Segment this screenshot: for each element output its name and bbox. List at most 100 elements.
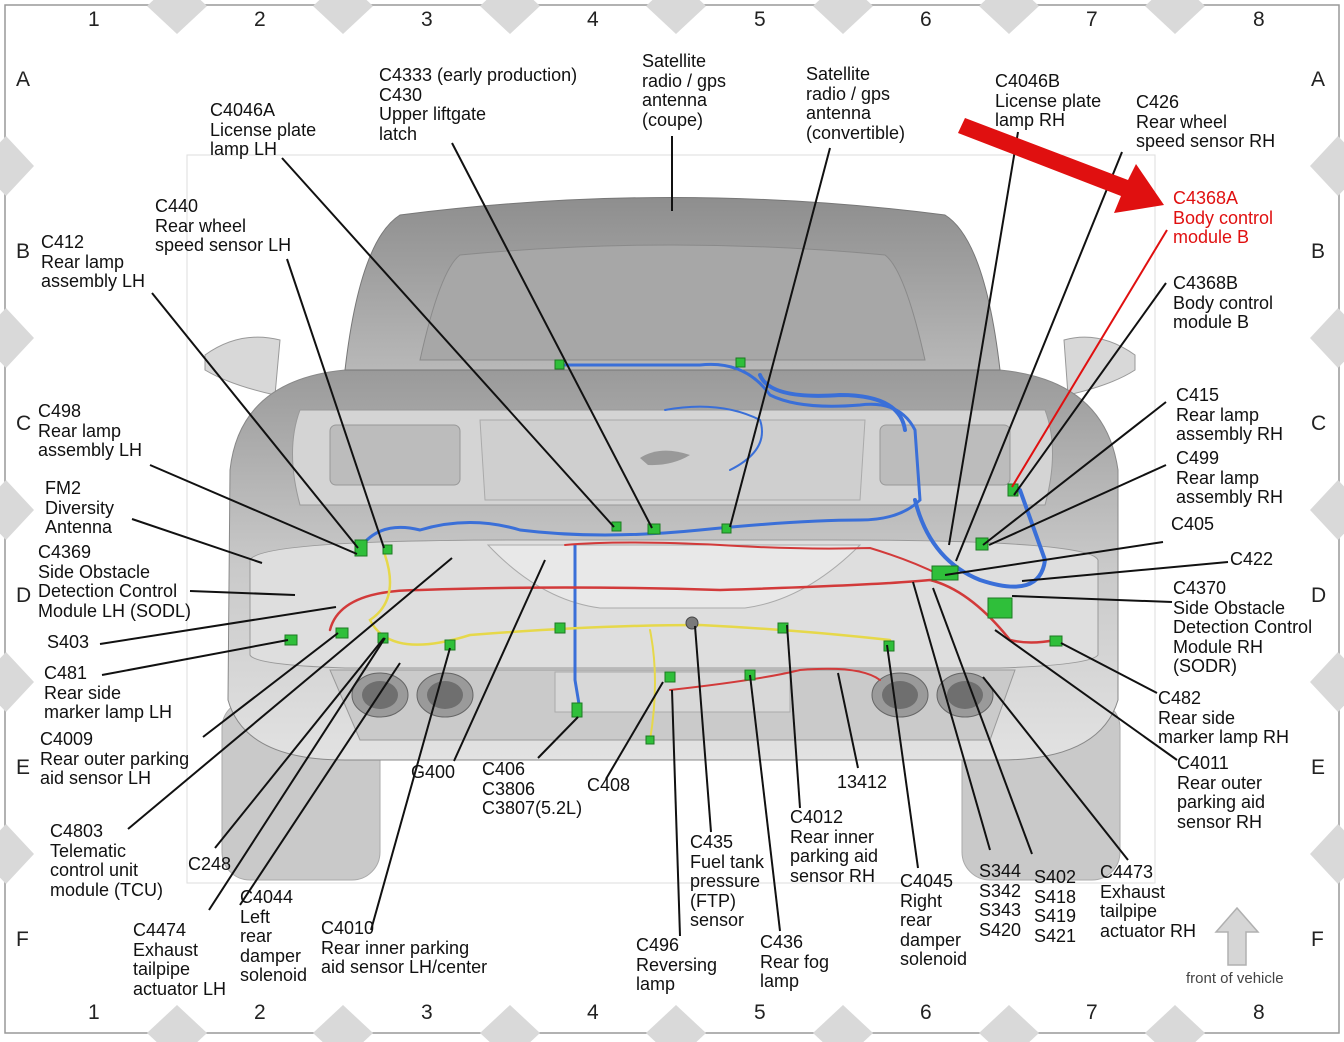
grid-row-C-right: C: [1311, 412, 1327, 435]
grid-column-1-top: 1: [88, 8, 100, 31]
grid-column-4-top: 4: [587, 8, 599, 31]
grid-tab: [147, 0, 207, 34]
label-c4045: C4045 Right rear damper solenoid: [900, 871, 968, 969]
leader-c4046a: [281, 157, 615, 528]
leader-c4369: [189, 590, 296, 596]
grid-tab: [813, 1005, 873, 1042]
grid-row-E-left: E: [16, 756, 31, 779]
leader-fm2: [131, 518, 263, 564]
leader-c4009: [202, 632, 339, 738]
leader-c481: [101, 639, 289, 676]
fuel-tank-pressure-sensor: [685, 616, 699, 630]
leader-c422: [1021, 561, 1229, 582]
label-c415: C415 Rear lamp assembly RH: [1176, 385, 1284, 444]
leader-c4803: [127, 557, 453, 830]
grid-tab: [0, 136, 34, 196]
grid-row-B-left: B: [16, 240, 31, 263]
label-c4368b: C4368B Body control module B: [1173, 273, 1274, 332]
grid-column-2-top: 2: [254, 8, 266, 31]
grid-row-D-left: D: [16, 584, 32, 607]
label-c4011: C4011 Rear outer parking aid sensor RH: [1177, 753, 1266, 832]
grid-column-3-top: 3: [421, 8, 433, 31]
leader-c4044: [239, 662, 401, 906]
grid-row-F-left: F: [16, 928, 29, 951]
highlight-leader: [1011, 229, 1168, 488]
label-c406: C406 C3806 C3807(5.2L): [482, 759, 583, 818]
label-13412: 13412: [837, 772, 888, 792]
leader-s403: [99, 606, 337, 645]
leader-c435: [694, 625, 712, 833]
label-c4368a: C4368A Body control module B: [1173, 188, 1274, 247]
grid-column-2-bottom: 2: [254, 1001, 266, 1024]
wiring-harness: [328, 362, 1057, 741]
grid-tab: [646, 0, 706, 34]
label-c4046b: C4046B License plate lamp RH: [995, 71, 1102, 130]
label-c248: C248: [188, 854, 232, 874]
grid-column-8-top: 8: [1253, 8, 1265, 31]
leader-c4333: [451, 142, 653, 529]
label-c440: C440 Rear wheel speed sensor LH: [155, 196, 292, 255]
leader-c4046b: [948, 131, 1019, 546]
grid-column-3-bottom: 3: [421, 1001, 433, 1024]
label-c499: C499 Rear lamp assembly RH: [1176, 448, 1284, 507]
grid-tab: [813, 0, 873, 34]
grid-tab: [1145, 1005, 1205, 1042]
grid-tab: [0, 824, 34, 884]
grid-tab: [979, 1005, 1039, 1042]
label-c4369: C4369 Side Obstacle Detection Control Mo…: [38, 542, 192, 621]
grid-column-5-top: 5: [754, 8, 766, 31]
grid-column-8-bottom: 8: [1253, 1001, 1265, 1024]
label-c4333: C4333 (early production) C430 Upper lift…: [379, 65, 578, 144]
grid-row-C-left: C: [16, 412, 32, 435]
grid-row-F-right: F: [1311, 928, 1324, 951]
grid-column-7-bottom: 7: [1086, 1001, 1098, 1024]
front-of-vehicle-arrow-icon: [1214, 906, 1260, 966]
grid-tab: [480, 1005, 540, 1042]
label-c426: C426 Rear wheel speed sensor RH: [1136, 92, 1276, 151]
label-c4474: C4474 Exhaust tailpipe actuator LH: [133, 920, 227, 999]
grid-tab: [480, 0, 540, 34]
label-c435: C435 Fuel tank pressure (FTP) sensor: [690, 832, 765, 930]
leader-s344: [912, 581, 991, 851]
label-c4046a: C4046A License plate lamp LH: [210, 100, 317, 159]
label-c422: C422: [1230, 549, 1274, 569]
label-c498: C498 Rear lamp assembly LH: [38, 401, 143, 460]
leader-c4368b: [1013, 282, 1167, 496]
grid-tab: [1310, 652, 1344, 712]
label-c436: C436 Rear fog lamp: [760, 932, 830, 991]
leader-s402: [932, 587, 1033, 855]
leader-c4473: [982, 676, 1129, 861]
label-c4012: C4012 Rear inner parking aid sensor RH: [790, 807, 879, 886]
leader-c4370: [1011, 595, 1173, 603]
grid-column-1-bottom: 1: [88, 1001, 100, 1024]
label-satellite-convertible: Satellite radio / gps antenna (convertib…: [806, 64, 906, 143]
grid-row-A-right: A: [1311, 68, 1326, 91]
label-c408: C408: [587, 775, 631, 795]
grid-tab: [1310, 136, 1344, 196]
leader-c405: [944, 541, 1164, 576]
grid-column-4-bottom: 4: [587, 1001, 599, 1024]
label-c481: C481 Rear side marker lamp LH: [44, 663, 173, 722]
grid-column-6-bottom: 6: [920, 1001, 932, 1024]
label-s402-group: S402 S418 S419 S421: [1034, 867, 1077, 946]
grid-column-7-top: 7: [1086, 8, 1098, 31]
grid-tab: [1310, 308, 1344, 368]
leader-13412: [837, 672, 859, 769]
label-c482: C482 Rear side marker lamp RH: [1158, 688, 1290, 747]
leader-c415: [982, 401, 1167, 546]
label-c4803: C4803 Telematic control unit module (TCU…: [50, 821, 164, 900]
leader-c4474: [208, 637, 386, 911]
leader-c406: [537, 716, 579, 759]
leader-c4010: [370, 647, 451, 931]
leader-c499: [988, 464, 1167, 546]
label-c4370: C4370 Side Obstacle Detection Control Mo…: [1173, 578, 1313, 676]
label-c4044: C4044 Left rear damper solenoid: [240, 887, 308, 985]
leader-c412: [151, 292, 359, 549]
leader-c4012: [786, 624, 801, 809]
label-c4473: C4473 Exhaust tailpipe actuator RH: [1100, 862, 1197, 941]
leader-lines: [99, 131, 1229, 937]
leader-c496: [671, 689, 681, 937]
grid-tab: [1310, 480, 1344, 540]
